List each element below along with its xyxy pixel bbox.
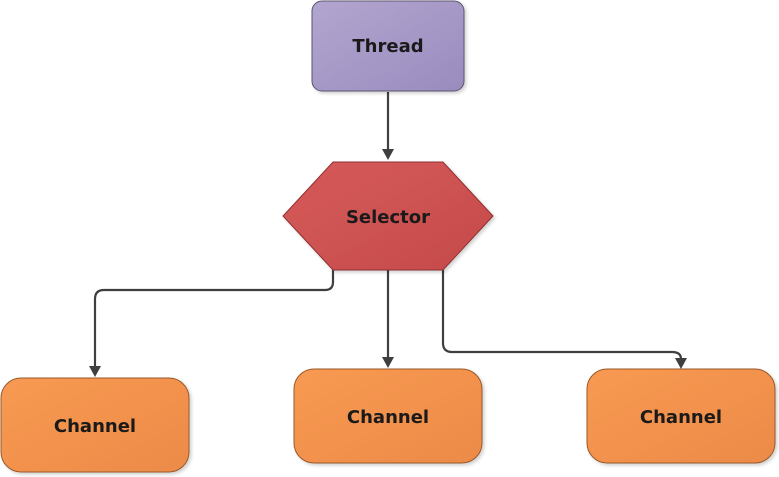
channel-label: Channel [54, 416, 136, 437]
arrowhead [382, 357, 394, 368]
channel-node-shape [586, 368, 776, 464]
arrowhead [675, 358, 687, 369]
channel-node-middle[interactable]: Channel [293, 368, 483, 464]
channel-label: Channel [347, 407, 429, 428]
selector-node-shape [282, 161, 494, 271]
edge-selector-channel-middle [382, 270, 394, 368]
channel-node-left[interactable]: Channel [0, 377, 190, 473]
arrowhead [89, 366, 101, 377]
thread-node-shape [311, 0, 465, 92]
channel-node-right[interactable]: Channel [586, 368, 776, 464]
channel-label: Channel [640, 407, 722, 428]
edge-thread-selector [382, 92, 394, 160]
channel-node-shape [0, 377, 190, 473]
selector-label: Selector [346, 207, 430, 228]
thread-node[interactable]: Thread [311, 0, 465, 92]
connectors [89, 92, 687, 377]
selector-node[interactable]: Selector [282, 161, 494, 271]
thread-label: Thread [352, 36, 423, 57]
channel-node-shape [293, 368, 483, 464]
arrowhead [382, 149, 394, 160]
edge-selector-channel-left [89, 270, 335, 377]
edge-selector-channel-right [441, 270, 687, 369]
